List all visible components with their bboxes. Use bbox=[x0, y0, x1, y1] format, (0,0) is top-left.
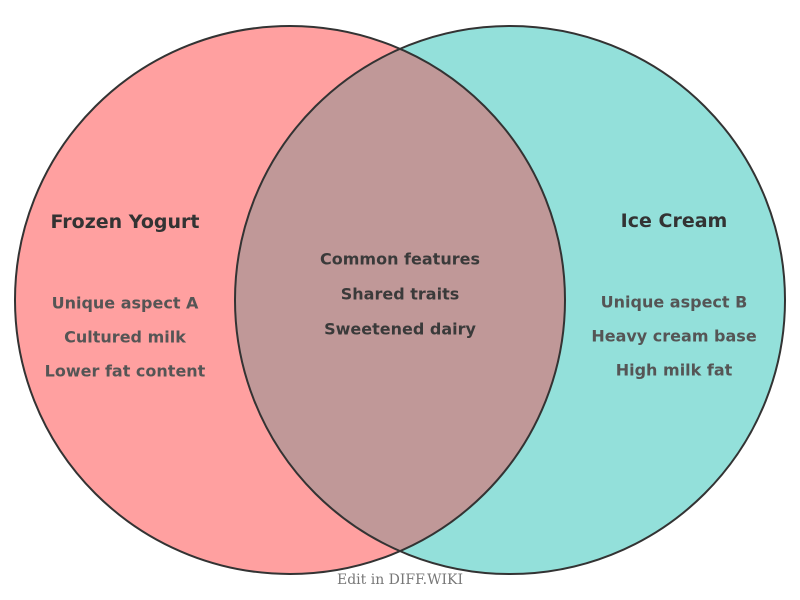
overlap-region bbox=[235, 26, 565, 574]
right-set-title: Ice Cream bbox=[620, 210, 728, 232]
right-item: Heavy cream base bbox=[591, 326, 757, 346]
overlap-item: Common features bbox=[320, 249, 480, 269]
edit-link[interactable]: Edit in DIFF.WIKI bbox=[336, 572, 464, 588]
overlap-item: Sweetened dairy bbox=[324, 319, 476, 339]
right-item: Unique aspect B bbox=[600, 292, 748, 312]
left-item: Lower fat content bbox=[44, 361, 206, 381]
left-item: Unique aspect A bbox=[51, 293, 199, 313]
left-set-title: Frozen Yogurt bbox=[50, 211, 200, 233]
right-item: High milk fat bbox=[615, 360, 733, 380]
left-item: Cultured milk bbox=[64, 327, 186, 347]
overlap-item: Shared traits bbox=[340, 284, 460, 304]
